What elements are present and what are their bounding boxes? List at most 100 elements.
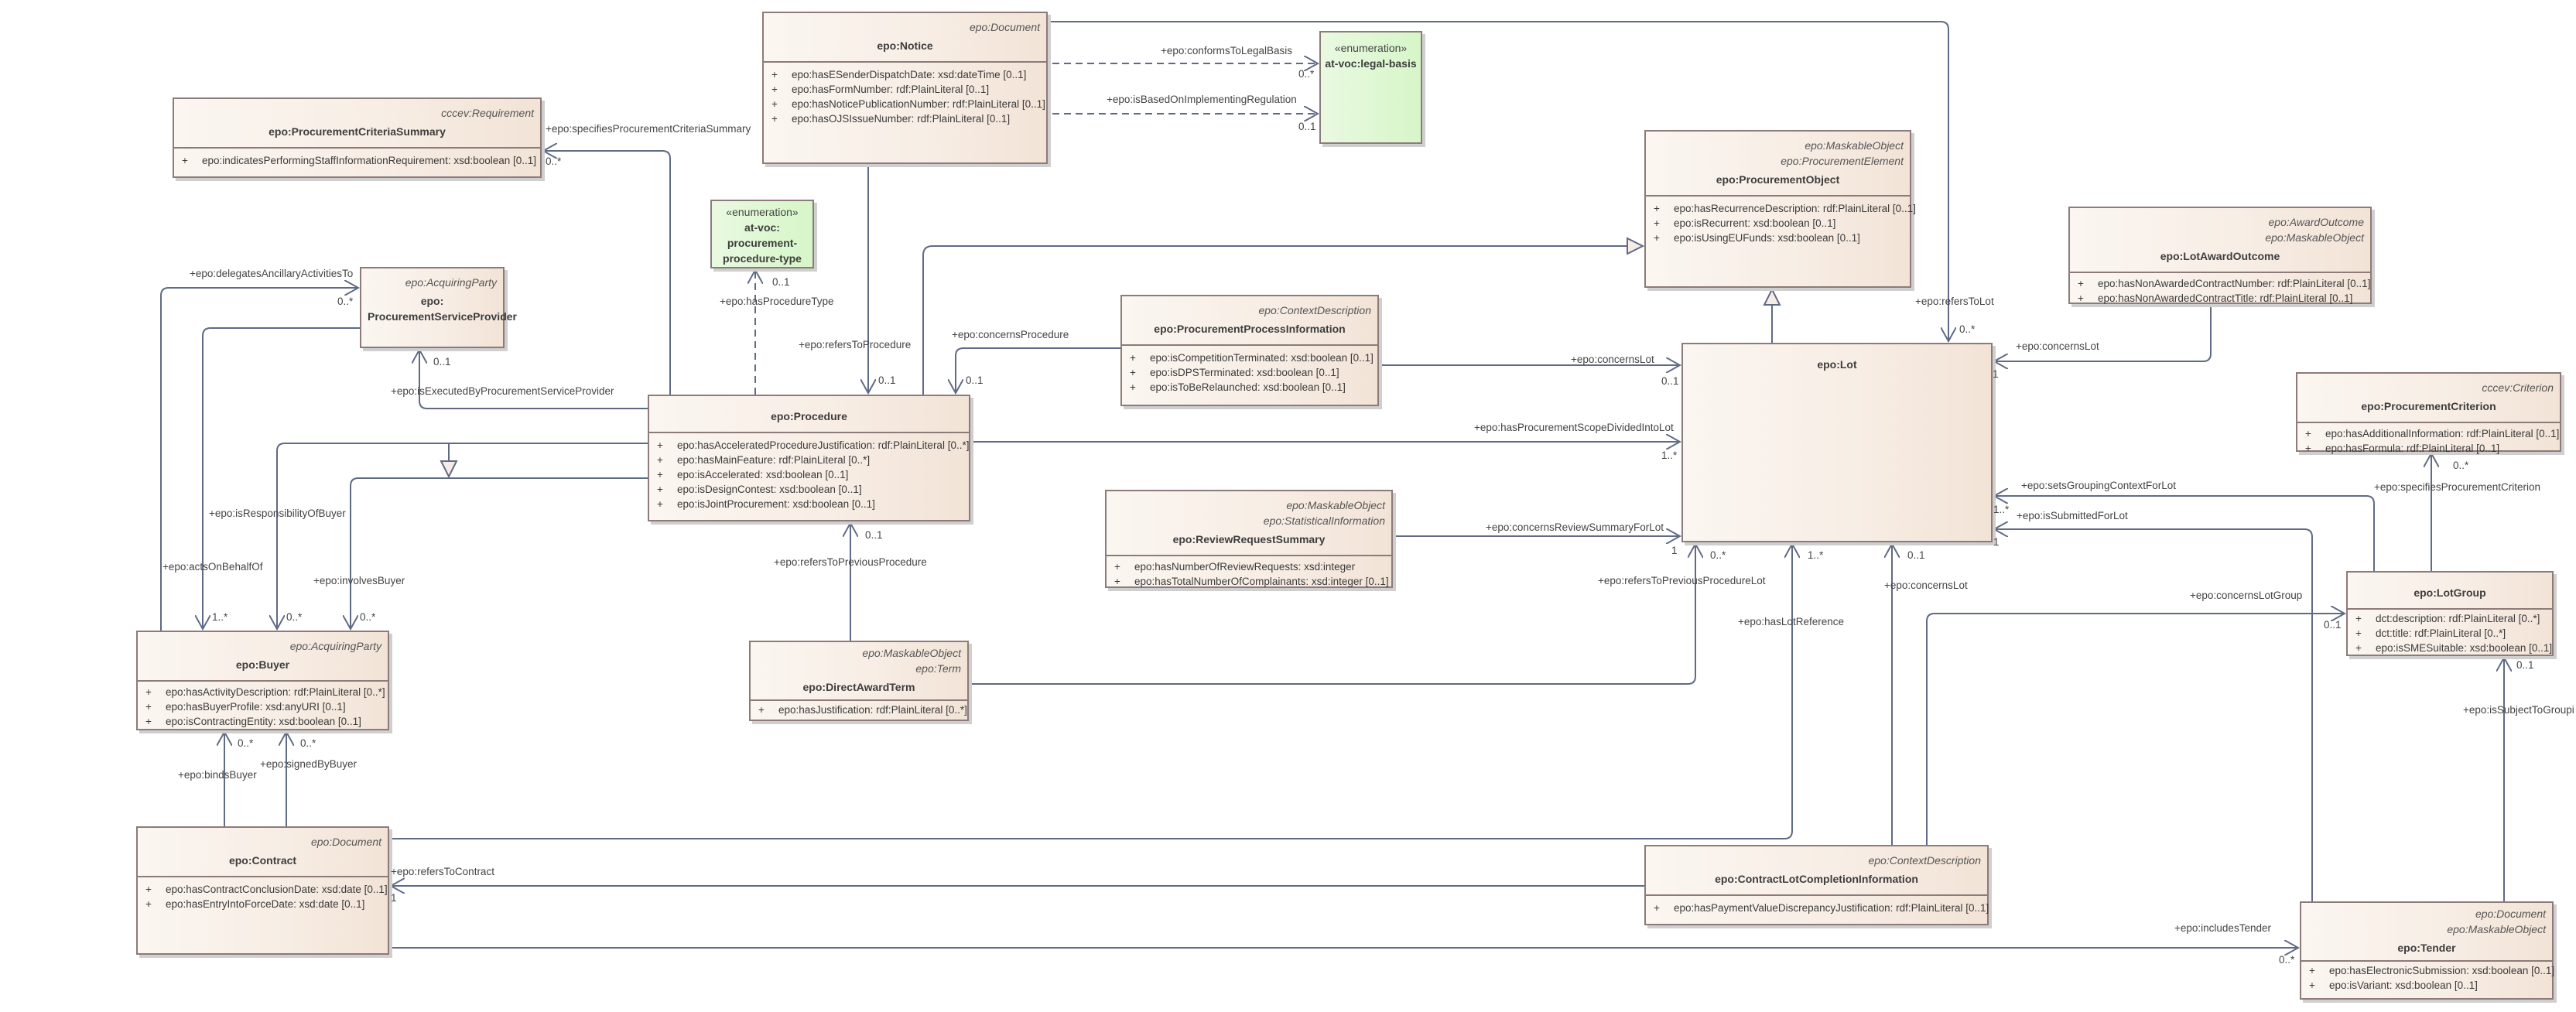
attribute: +epo:hasNonAwardedContractTitle: rdf:Pla… — [2078, 292, 2353, 304]
enumeration-name: at-voc:legal-basis — [1325, 57, 1417, 70]
multiplicity-label: 0..1 — [966, 374, 984, 386]
attribute: +epo:hasNumberOfReviewRequests: xsd:inte… — [1114, 561, 1356, 573]
attribute: +epo:isSMESuitable: xsd:boolean [0..1] — [2355, 642, 2553, 654]
role-label: +epo:concernsLot — [1571, 354, 1654, 365]
class-name: epo:DirectAwardTerm — [802, 681, 915, 693]
edge-is-executed-by-psp — [419, 350, 648, 409]
role-label: +epo:refersToPreviousProcedureLot — [1598, 575, 1766, 586]
attribute: +epo:isContractingEntity: xsd:boolean [0… — [145, 716, 361, 727]
attribute-list: +epo:hasContractConclusionDate: xsd:date… — [138, 877, 388, 916]
role-label: +epo:setsGroupingContextForLot — [2021, 480, 2176, 491]
attribute: +epo:hasESenderDispatchDate: xsd:dateTim… — [771, 69, 1027, 80]
class-name-line: ProcurementServiceProvider — [368, 310, 517, 323]
stereotype-label: epo:MaskableObject — [2447, 923, 2546, 935]
role-label: +epo:isSubmittedForLot — [2017, 510, 2128, 521]
multiplicity-label: 1 — [391, 892, 397, 904]
attribute: +epo:hasElectronicSubmission: xsd:boolea… — [2309, 965, 2555, 976]
enum-legal-basis[interactable]: «enumeration» at-voc:legal-basis — [1319, 31, 1422, 144]
stereotype-label: epo:AcquiringParty — [289, 640, 381, 652]
enum-procurement-procedure-type[interactable]: «enumeration» at-voc: procurement- proce… — [710, 200, 814, 268]
edge-involves-buyer — [351, 477, 648, 629]
attribute-list: +epo:hasESenderDispatchDate: xsd:dateTim… — [764, 63, 1046, 131]
role-label: +epo:hasProcedureType — [720, 296, 834, 307]
multiplicity-label: 0..* — [300, 737, 316, 749]
class-review-request-summary[interactable]: epo:MaskableObject epo:StatisticalInform… — [1105, 490, 1393, 588]
role-label: +epo:isBasedOnImplementingRegulation — [1107, 94, 1297, 105]
multiplicity-label: 0..* — [1298, 68, 1315, 80]
enumeration-keyword: «enumeration» — [726, 206, 799, 218]
class-header: epo:ContextDescription epo:ContractLotCo… — [1646, 846, 1987, 896]
stereotype-label: epo:MaskableObject — [862, 647, 961, 659]
multiplicity-label: 0..* — [2453, 460, 2469, 471]
class-lot-group[interactable]: epo:LotGroup +dct:description: rdf:Plain… — [2346, 571, 2554, 656]
role-label: +epo:includesTender — [2174, 922, 2271, 934]
class-header: epo:AcquiringParty epo: ProcurementServi… — [361, 268, 517, 332]
edge-refers-to-lot — [1048, 21, 1948, 341]
attribute: +dct:title: rdf:PlainLiteral [0..*] — [2355, 627, 2506, 639]
attribute: +epo:isRecurrent: xsd:boolean [0..1] — [1654, 217, 1836, 229]
class-name: epo:Notice — [877, 39, 933, 52]
class-name: epo:Tender — [2397, 942, 2456, 954]
stereotype-label: cccev:Requirement — [441, 107, 534, 119]
class-header: epo:Document epo:Notice — [764, 13, 1046, 63]
class-direct-award-term[interactable]: epo:MaskableObject epo:Term epo:DirectAw… — [749, 641, 969, 721]
role-label: +epo:concernsLotGroup — [2190, 590, 2303, 601]
edge-refers-to-previous-procedure-lot — [969, 544, 1695, 685]
multiplicity-label: 0..* — [337, 296, 354, 307]
attribute: +epo:isAccelerated: xsd:boolean [0..1] — [657, 469, 849, 480]
class-buyer[interactable]: epo:AcquiringParty epo:Buyer +epo:hasAct… — [136, 631, 389, 730]
class-header: cccev:Criterion epo:ProcurementCriterion — [2297, 374, 2560, 423]
attribute: +dct:description: rdf:PlainLiteral [0..*… — [2355, 613, 2540, 624]
class-procurement-object[interactable]: epo:MaskableObject epo:ProcurementElemen… — [1644, 130, 1916, 288]
class-tender[interactable]: epo:Document epo:MaskableObject epo:Tend… — [2300, 901, 2554, 1000]
class-notice[interactable]: epo:Document epo:Notice +epo:hasESenderD… — [762, 12, 1048, 164]
stereotype-label: cccev:Criterion — [2482, 381, 2554, 394]
class-name: epo:Procedure — [771, 410, 847, 422]
edge-acts-on-behalf-of — [203, 327, 360, 629]
multiplicity-label: 1..* — [1808, 549, 1824, 561]
class-name: epo:Contract — [228, 854, 297, 867]
edge-is-responsibility-of-buyer — [277, 443, 648, 629]
class-lot-award-outcome[interactable]: epo:AwardOutcome epo:MaskableObject epo:… — [2068, 207, 2372, 304]
class-procurement-process-information[interactable]: epo:ContextDescription epo:ProcurementPr… — [1120, 295, 1379, 406]
class-header: epo:Document epo:MaskableObject epo:Tend… — [2301, 903, 2552, 962]
class-contract-lot-completion-information[interactable]: epo:ContextDescription epo:ContractLotCo… — [1644, 845, 1989, 925]
multiplicity-label: 0..1 — [878, 374, 896, 386]
attribute: +epo:hasBuyerProfile: xsd:anyURI [0..1] — [145, 701, 346, 713]
class-header: epo:AwardOutcome epo:MaskableObject epo:… — [2070, 208, 2370, 273]
stereotype-label: epo:ProcurementElement — [1781, 155, 1904, 167]
stereotype-label: epo:AwardOutcome — [2268, 216, 2364, 228]
class-lot[interactable]: epo:Lot — [1681, 343, 1993, 542]
attribute: +epo:hasNoticePublicationNumber: rdf:Pla… — [771, 98, 1045, 110]
edge-concerns-lot-group — [1926, 614, 2345, 845]
attribute-list: +epo:isCompetitionTerminated: xsd:boolea… — [1122, 346, 1377, 399]
class-procurement-service-provider[interactable]: epo:AcquiringParty epo: ProcurementServi… — [360, 267, 517, 348]
role-label: +epo:bindsBuyer — [178, 769, 257, 781]
edge-specifies-procurement-criteria-summary — [543, 151, 671, 395]
class-procurement-criteria-summary[interactable]: cccev:Requirement epo:ProcurementCriteri… — [173, 97, 542, 178]
class-procurement-criterion[interactable]: cccev:Criterion epo:ProcurementCriterion… — [2296, 372, 2561, 454]
edge-is-submitted-for-lot — [1994, 529, 2313, 901]
attribute: +epo:hasOJSIssueNumber: rdf:PlainLiteral… — [771, 113, 1011, 125]
multiplicity-label: 0..* — [2279, 954, 2295, 966]
class-name: epo:ReviewRequestSummary — [1172, 533, 1326, 545]
attribute: +epo:isVariant: xsd:boolean [0..1] — [2309, 980, 2478, 991]
edge-concerns-procedure — [956, 347, 1120, 393]
role-label: +epo:refersToProcedure — [799, 339, 912, 350]
edge-delegates-ancillary-activities-to — [160, 288, 358, 631]
stereotype-label: epo:MaskableObject — [1805, 139, 1904, 152]
enumeration-name-line: at-voc: — [744, 221, 780, 234]
role-label: +epo:isResponsibilityOfBuyer — [209, 508, 346, 519]
role-label: +epo:conformsToLegalBasis — [1161, 45, 1292, 56]
class-header: epo:Document epo:Contract — [138, 828, 388, 877]
attribute: +epo:hasContractConclusionDate: xsd:date… — [145, 884, 388, 895]
multiplicity-label: 0..1 — [1907, 549, 1925, 561]
role-label: +epo:involvesBuyer — [313, 575, 405, 586]
role-label: +epo:concernsLot — [1884, 580, 1968, 591]
class-procedure[interactable]: epo:Procedure +epo:hasAcceleratedProcedu… — [648, 395, 970, 521]
class-contract[interactable]: epo:Document epo:Contract +epo:hasContra… — [136, 826, 389, 955]
multiplicity-label: 1 — [1671, 545, 1678, 556]
role-label: +epo:specifiesProcurementCriterion — [2374, 481, 2540, 493]
enumeration-keyword: «enumeration» — [1334, 42, 1408, 54]
stereotype-label: epo:ContextDescription — [1868, 854, 1981, 867]
